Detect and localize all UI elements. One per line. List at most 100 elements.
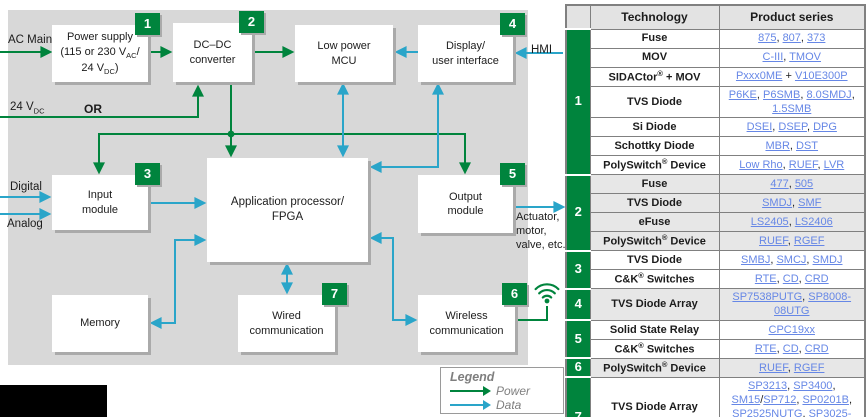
product-link[interactable]: SMF bbox=[798, 196, 822, 209]
product-link[interactable]: Low Rho bbox=[739, 158, 783, 171]
product-link[interactable]: 875 bbox=[758, 32, 777, 45]
product-link[interactable]: SP712 bbox=[763, 393, 797, 406]
badge-4: 4 bbox=[500, 13, 525, 35]
product-link[interactable]: SP3213 bbox=[748, 379, 788, 392]
group-number-cell: 5 bbox=[565, 319, 591, 359]
product-series-cell: P6KE, P6SMB, 8.0SMDJ, 1.5SMB bbox=[718, 85, 866, 119]
technology-cell: MOV bbox=[589, 47, 720, 68]
product-link[interactable]: DSEI bbox=[746, 120, 773, 133]
product-series-column-header: Product series bbox=[718, 4, 866, 30]
24vdc-label: 24 VDC bbox=[10, 101, 45, 116]
technology-cell: C&K® Switches bbox=[589, 269, 720, 290]
product-link[interactable]: TMOV bbox=[789, 51, 821, 64]
product-link[interactable]: CRD bbox=[804, 272, 829, 285]
badge-6: 6 bbox=[502, 283, 527, 305]
group-number-cell: 2 bbox=[565, 173, 591, 252]
product-link[interactable]: RTE bbox=[754, 272, 777, 285]
product-link[interactable]: RGEF bbox=[793, 361, 825, 374]
memory-label: Memory bbox=[80, 317, 120, 330]
technology-cell: PolySwitch® Device bbox=[589, 357, 720, 378]
product-link[interactable]: RUEF bbox=[759, 234, 788, 247]
product-link[interactable]: RUEF bbox=[788, 158, 818, 171]
product-link[interactable]: 807 bbox=[782, 32, 801, 45]
product-link[interactable]: C-III bbox=[762, 51, 784, 64]
product-link[interactable]: SP0201B bbox=[802, 393, 849, 406]
product-series-cell: 477, 505 bbox=[718, 174, 866, 195]
technology-cell: eFuse bbox=[589, 212, 720, 233]
product-link[interactable]: RUEF bbox=[759, 361, 788, 374]
product-link[interactable]: CRD bbox=[804, 342, 829, 355]
product-series-cell: RTE, CD, CRD bbox=[718, 338, 866, 359]
product-link[interactable]: RGEF bbox=[793, 234, 825, 247]
product-link[interactable]: DPG bbox=[813, 120, 837, 133]
product-series-cell: MBR, DST bbox=[718, 136, 866, 157]
product-link[interactable]: CPC19xx bbox=[768, 323, 815, 336]
product-link[interactable]: V10E300P bbox=[794, 70, 848, 83]
product-link[interactable]: LS2405 bbox=[750, 215, 789, 228]
product-series-cell: CPC19xx bbox=[718, 319, 866, 340]
analog-label: Analog bbox=[7, 218, 43, 230]
product-link[interactable]: RTE bbox=[754, 342, 777, 355]
group-number-cell: 6 bbox=[565, 357, 591, 378]
product-link[interactable]: LVR bbox=[823, 158, 845, 171]
product-link[interactable]: SMDJ bbox=[762, 196, 793, 209]
technology-cell: TVS Diode bbox=[589, 85, 720, 119]
technology-cell: SIDACtor® + MOV bbox=[589, 66, 720, 87]
product-series-cell: RTE, CD, CRD bbox=[718, 269, 866, 290]
product-series-cell: SMDJ, SMF bbox=[718, 193, 866, 214]
legend-power-label: Power bbox=[496, 384, 531, 398]
product-series-cell: SP3213, SP3400, SM15/SP712, SP0201B, SP2… bbox=[718, 376, 866, 417]
product-link[interactable]: DST bbox=[796, 139, 819, 152]
product-link[interactable]: SP8008-08UTG bbox=[774, 291, 852, 318]
technology-cell: TVS Diode Array bbox=[589, 376, 720, 417]
product-link[interactable]: SP2525NUTG bbox=[732, 408, 803, 417]
power-supply-box: Power supply(115 or 230 VAC/24 VDC) 1 bbox=[52, 13, 160, 82]
product-link[interactable]: SMCJ bbox=[776, 253, 807, 266]
product-link[interactable]: DSEP bbox=[778, 120, 807, 133]
hmi-label: HMI bbox=[531, 44, 553, 56]
product-link[interactable]: 373 bbox=[807, 32, 826, 45]
badge-2: 2 bbox=[239, 11, 264, 33]
product-link[interactable]: 8.0SMDJ bbox=[806, 88, 852, 101]
technology-cell: Solid State Relay bbox=[589, 319, 720, 340]
product-link[interactable]: SP7538PUTG bbox=[732, 291, 803, 304]
technology-column-header: Technology bbox=[589, 4, 720, 30]
product-link[interactable]: P6SMB bbox=[763, 88, 801, 101]
product-link[interactable]: LS2406 bbox=[794, 215, 833, 228]
product-link[interactable]: 1.5SMB bbox=[772, 102, 812, 115]
product-link[interactable]: CD bbox=[782, 342, 799, 355]
legend-item-power: Power bbox=[450, 384, 563, 398]
product-link[interactable]: Pxxx0ME bbox=[735, 70, 783, 83]
product-link[interactable]: SP3400 bbox=[793, 379, 833, 392]
product-series-cell: Pxxx0ME + V10E300P bbox=[718, 66, 866, 87]
product-series-cell: SP7538PUTG, SP8008-08UTG bbox=[718, 288, 866, 321]
product-link[interactable]: P6KE bbox=[728, 88, 757, 101]
product-series-cell: LS2405, LS2406 bbox=[718, 212, 866, 233]
technology-cell: TVS Diode Array bbox=[589, 288, 720, 321]
application-processor-label: Application processor/FPGA bbox=[230, 196, 345, 223]
product-link[interactable]: 505 bbox=[794, 177, 814, 190]
product-link[interactable]: SM15 bbox=[731, 393, 761, 406]
product-link[interactable]: SMBJ bbox=[741, 253, 771, 266]
product-link[interactable]: SMDJ bbox=[812, 253, 843, 266]
wifi-icon bbox=[534, 283, 560, 304]
product-link[interactable]: CD bbox=[782, 272, 799, 285]
product-link[interactable]: 477 bbox=[770, 177, 789, 190]
product-link[interactable]: SP3025-04HTG bbox=[808, 408, 852, 417]
product-link[interactable]: MBR bbox=[765, 139, 790, 152]
product-series-cell: SMBJ, SMCJ, SMDJ bbox=[718, 250, 866, 271]
